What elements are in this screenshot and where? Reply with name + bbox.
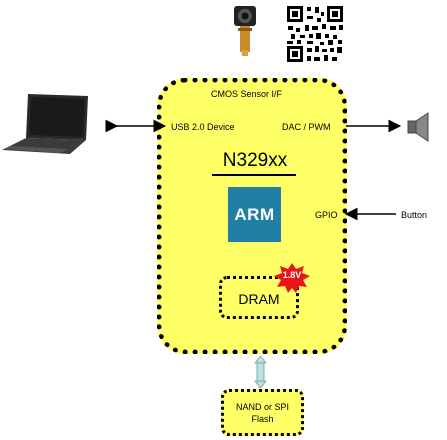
camera-module-icon <box>234 6 256 56</box>
dac-pwm-interface-label: DAC / PWM <box>282 122 331 132</box>
arm-label: ARM <box>234 204 275 224</box>
chip-name-title: N329xx <box>222 150 288 171</box>
voltage-badge-label: 1.8V <box>282 270 302 280</box>
nand-spi-flash-block: NAND or SPI Flash <box>221 389 304 436</box>
cmos-sensor-interface-label: CMOS Sensor I/F <box>211 89 283 99</box>
voltage-starburst-icon <box>274 263 310 293</box>
speaker-icon <box>407 112 429 142</box>
flash-label-line2: Flash <box>251 413 274 424</box>
flash-bus-connector <box>256 359 265 385</box>
button-label: Button <box>401 210 428 220</box>
usb-interface-label: USB 2.0 Device <box>171 122 235 132</box>
gpio-interface-label: GPIO <box>315 210 338 220</box>
laptop-icon <box>2 94 88 154</box>
arm-cpu-block: ARM <box>228 187 281 242</box>
qr-code-icon <box>285 4 345 64</box>
flash-label-line1: NAND or SPI <box>235 401 289 412</box>
dram-block: DRAM <box>219 276 299 319</box>
dram-label: DRAM <box>238 290 280 307</box>
chip-name-underline <box>212 174 296 176</box>
